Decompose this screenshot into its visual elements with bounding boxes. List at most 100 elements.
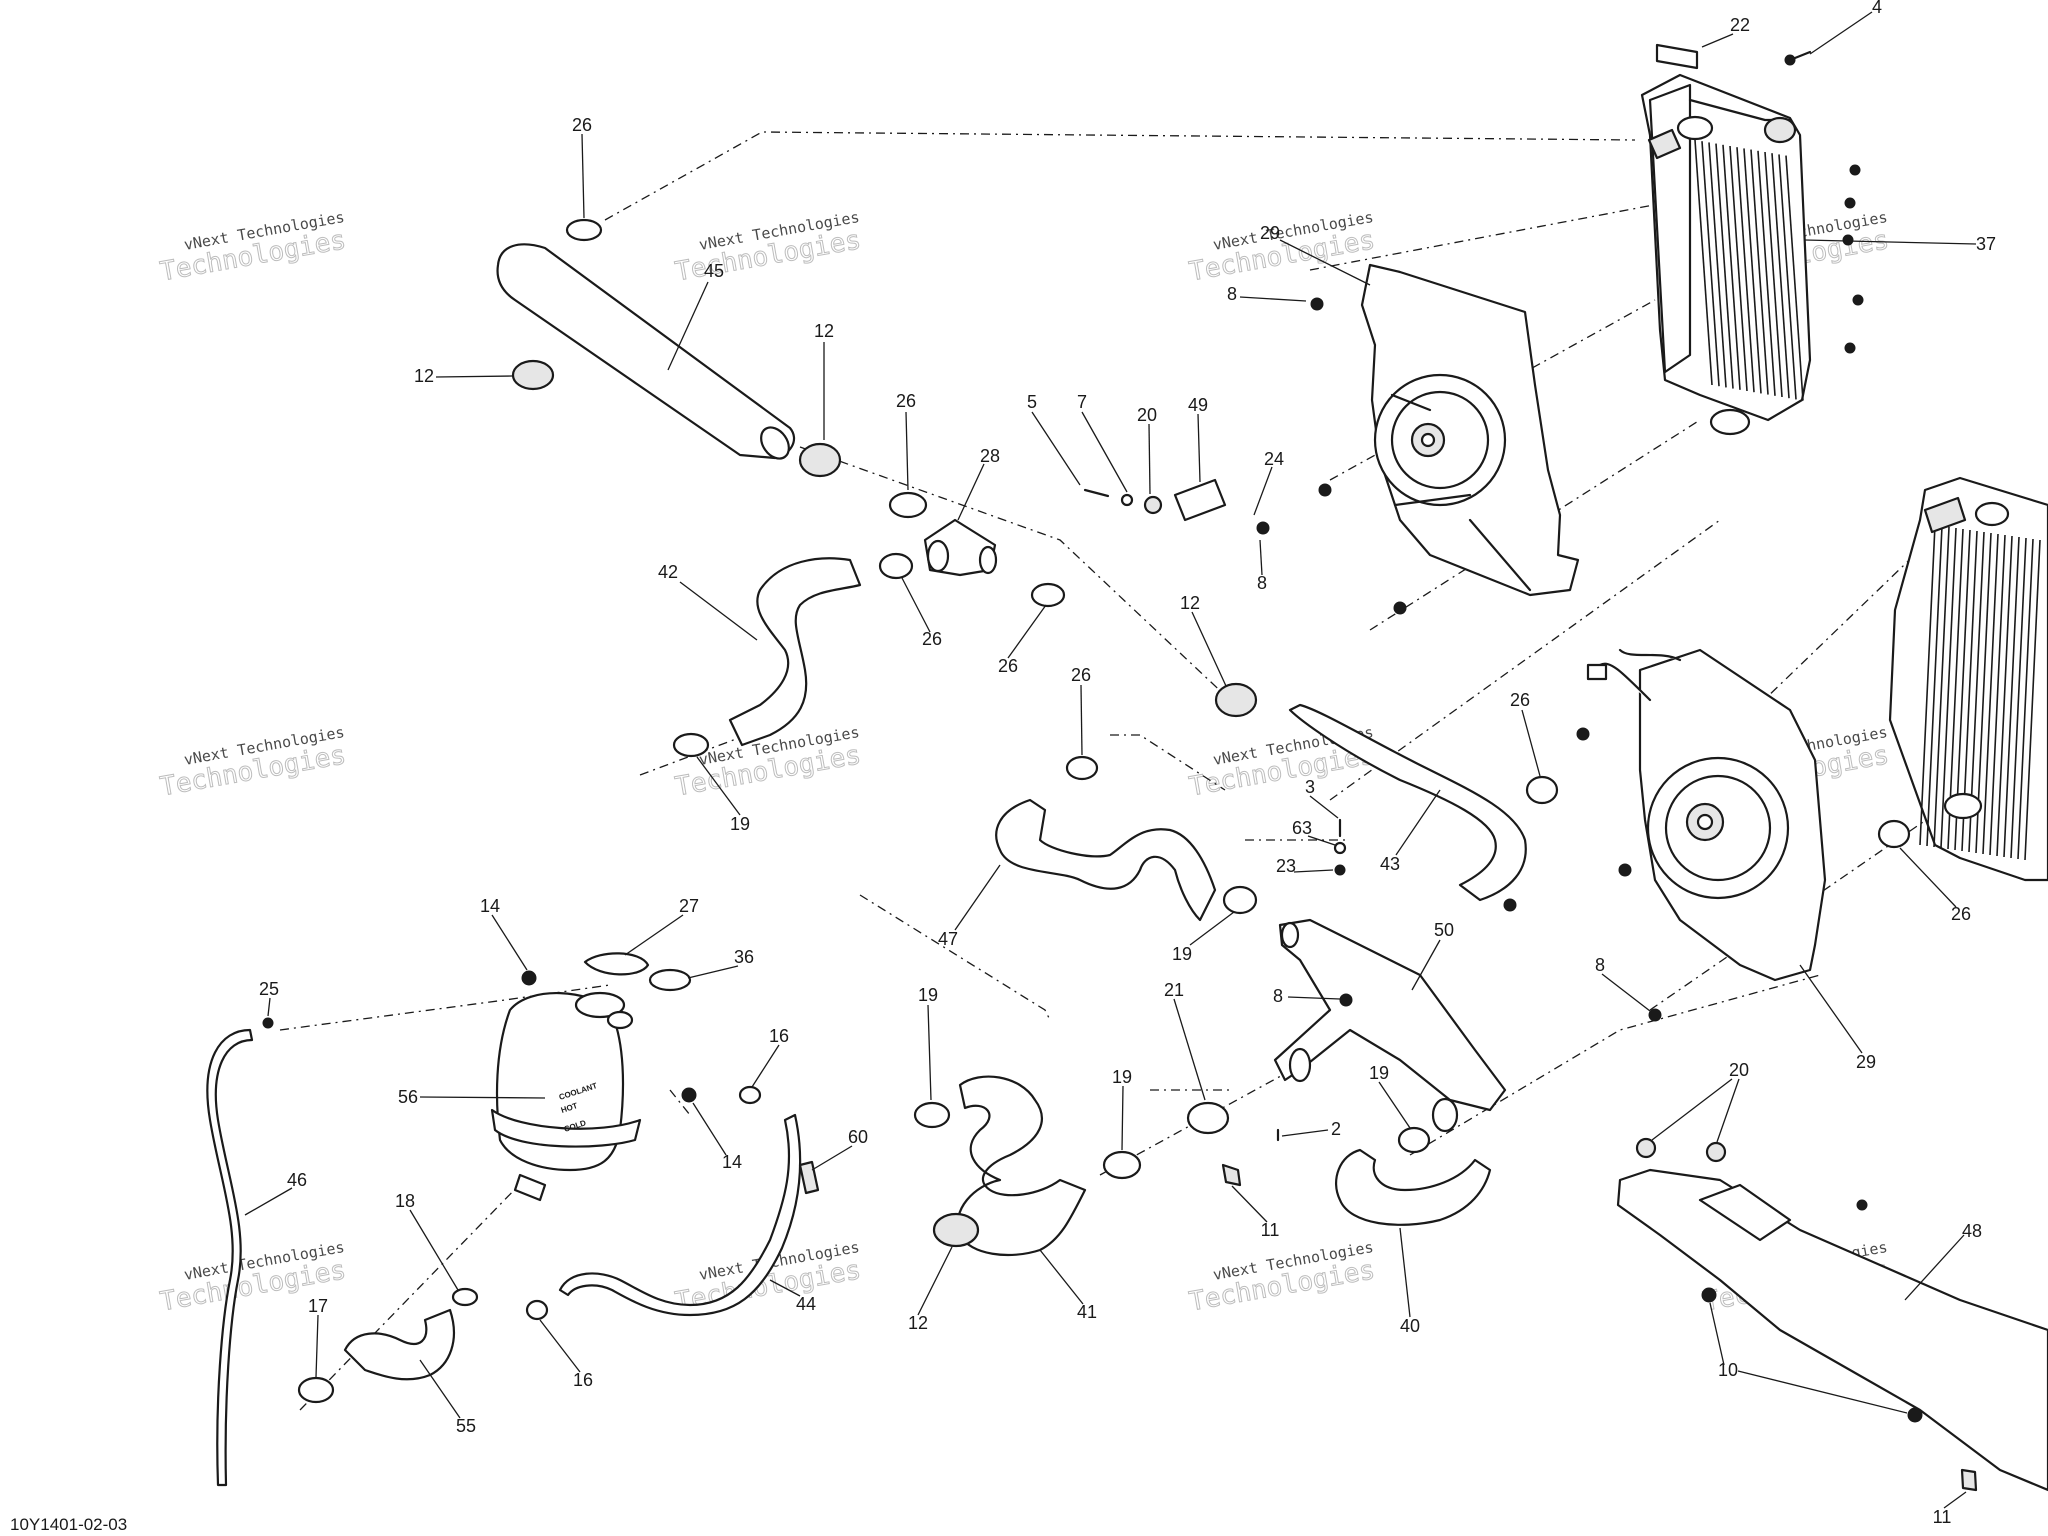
bolt-head-icon	[1844, 342, 1856, 354]
nut-23	[1334, 864, 1346, 876]
radiator-fin	[1743, 148, 1762, 394]
hose-47	[995, 798, 1217, 922]
radiator-fin	[1785, 155, 1804, 401]
washer-7	[1120, 493, 1134, 507]
tube-46	[206, 1028, 254, 1487]
callout-14: 14	[480, 896, 500, 916]
radiator-fin	[1947, 528, 1964, 850]
reference-code: 10Y1401-02-03	[10, 1515, 127, 1534]
callout-8: 8	[1257, 573, 1267, 593]
callout-12: 12	[414, 366, 434, 386]
spacer-63	[1333, 841, 1347, 855]
callout-45: 45	[704, 261, 724, 281]
radiator-outlet	[1943, 792, 1983, 820]
frame-cutout	[1698, 1183, 1792, 1242]
watermark: vNext Technologies Technologies	[672, 208, 863, 288]
radiator-fin	[1926, 525, 1943, 847]
callout-4: 4	[1872, 0, 1882, 17]
nut-8	[1503, 898, 1517, 912]
hose-41	[956, 1075, 1087, 1257]
bolt-head-icon	[1849, 164, 1861, 176]
callout-12: 12	[814, 321, 834, 341]
callout-14: 14	[722, 1152, 742, 1172]
centerline	[279, 984, 611, 1031]
clamp-16	[738, 1085, 762, 1105]
bolt-head-icon	[1844, 197, 1856, 209]
coolant-tank: COOLANT HOT COLD	[490, 991, 642, 1202]
radiator-fin	[2024, 539, 2041, 861]
clamp-26	[888, 491, 928, 519]
callout-5: 5	[1027, 392, 1037, 412]
clamp-18	[451, 1287, 479, 1307]
radiator-fin	[1694, 139, 1713, 386]
callout-2: 2	[1331, 1119, 1341, 1139]
clamp-12	[798, 442, 842, 478]
clip-11	[1221, 1163, 1242, 1187]
radiator-inlet	[1676, 115, 1714, 141]
pipe-end	[1431, 1097, 1459, 1133]
radiator-fin	[1757, 150, 1776, 396]
clamp-16	[525, 1299, 549, 1321]
callout-41: 41	[1077, 1302, 1097, 1322]
radiator-fin	[1715, 143, 1734, 389]
tank-port	[606, 1010, 634, 1030]
nut-8	[1256, 521, 1270, 535]
bolt-group	[1784, 50, 1864, 354]
centerline	[1409, 974, 1821, 1156]
bracket-49	[1173, 478, 1227, 522]
clamp-12	[511, 359, 555, 391]
shroud-ribs	[1390, 393, 1532, 592]
callout-19: 19	[918, 985, 938, 1005]
nut-8	[1339, 993, 1353, 1007]
tank-filler-neck	[574, 991, 626, 1019]
radiator-fin	[1919, 524, 1936, 846]
fan-shroud-lower	[1586, 648, 1827, 982]
callout-26: 26	[998, 656, 1018, 676]
radiator-fin	[2017, 538, 2034, 860]
callout-11: 11	[1933, 1507, 1952, 1527]
radiator-fin	[1729, 145, 1748, 392]
centerline	[1110, 734, 1226, 791]
fan-shroud-upper	[1360, 263, 1580, 597]
hose-end	[760, 426, 790, 460]
callout-19: 19	[730, 814, 750, 834]
clamp-19	[1222, 885, 1258, 915]
radiator-fin	[1708, 142, 1727, 388]
callout-60: 60	[848, 1127, 868, 1147]
callout-17: 17	[308, 1296, 328, 1316]
nut-8	[1310, 297, 1324, 311]
nut-8	[1618, 863, 1632, 877]
callout-20: 20	[1137, 405, 1157, 425]
tee-port	[978, 545, 998, 575]
callout-8: 8	[1227, 284, 1237, 304]
callout-49: 49	[1188, 395, 1208, 415]
callout-26: 26	[572, 115, 592, 135]
radiator-fin	[1996, 535, 2013, 857]
hose-42	[728, 557, 862, 747]
radiator-cap-boss	[1763, 116, 1797, 144]
clamp-19	[913, 1101, 951, 1129]
hose-45	[496, 243, 796, 460]
radiator-fin	[1989, 534, 2006, 856]
callout-43: 43	[1380, 854, 1400, 874]
radiator-fins	[1694, 139, 1804, 401]
radiator-fin	[1771, 153, 1790, 399]
callout-16: 16	[769, 1026, 789, 1046]
fan-shaft	[1420, 432, 1436, 448]
fan-connector	[1586, 663, 1608, 681]
nut-8	[1576, 727, 1590, 741]
callout-29: 29	[1260, 223, 1280, 243]
tee-port	[926, 539, 950, 573]
callout-12: 12	[908, 1313, 928, 1333]
callout-26: 26	[922, 629, 942, 649]
clamp-26	[1877, 819, 1911, 849]
callout-48: 48	[1962, 1221, 1982, 1241]
radiator-fin	[1750, 149, 1769, 395]
tank-outlet	[513, 1173, 547, 1202]
callout-20: 20	[1729, 1060, 1749, 1080]
clip-25	[262, 1017, 274, 1029]
radiator-inlet	[1974, 501, 2010, 527]
